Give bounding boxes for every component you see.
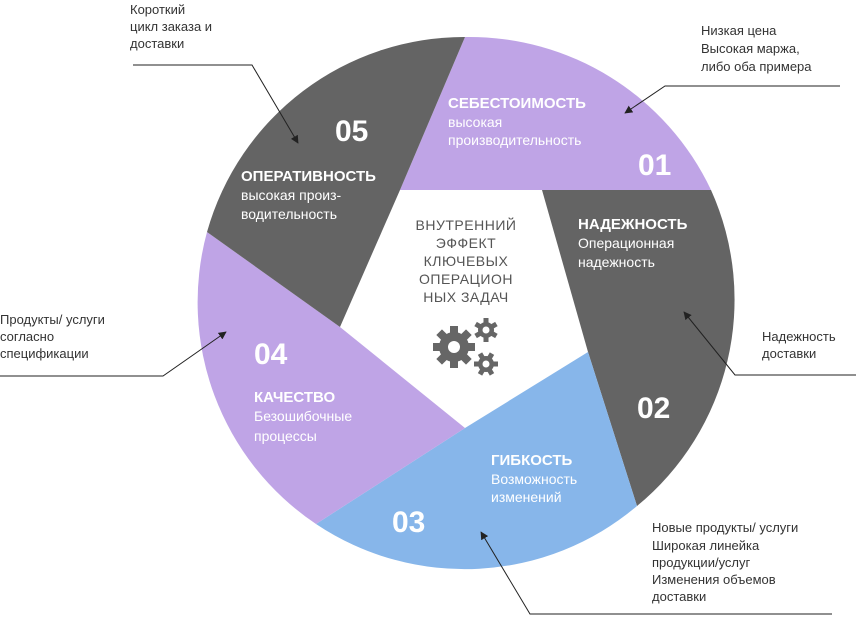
gears-icon xyxy=(433,318,498,376)
segment-05-number: 05 xyxy=(335,115,368,148)
leader-line-05 xyxy=(133,64,299,144)
segment-05-title: ОПЕРАТИВНОСТЬ xyxy=(241,168,376,185)
note-03-line-2: Широкая линейка xyxy=(652,538,760,553)
segment-02-title: НАДЕЖНОСТЬ xyxy=(578,216,688,233)
segment-02-number: 02 xyxy=(637,392,670,425)
center-line-4: ОПЕРАЦИОН xyxy=(419,271,513,287)
note-04-line-2: согласно xyxy=(0,329,54,344)
note-02-line-2: доставки xyxy=(762,346,816,361)
segment-03-title: ГИБКОСТЬ xyxy=(491,452,573,469)
leader-line-04 xyxy=(0,331,227,377)
segment-01-sub-2: производительность xyxy=(448,132,581,148)
segment-04-title: КАЧЕСТВО xyxy=(254,389,335,406)
segment-04-sub-2: процессы xyxy=(254,428,317,444)
segment-05-sub-1: высокая произ- xyxy=(241,187,342,203)
leader-line-02 xyxy=(683,311,856,376)
segment-01-number: 01 xyxy=(638,149,671,182)
note-03-line-5: доставки xyxy=(652,589,706,604)
note-01-line-3: либо оба примера xyxy=(701,59,812,74)
note-04-line-1: Продукты/ услуги xyxy=(0,312,105,327)
segment-04-number: 04 xyxy=(254,338,288,371)
note-03-line-1: Новые продукты/ услуги xyxy=(652,520,798,535)
center-line-2: ЭФФЕКТ xyxy=(436,235,496,251)
segment-03-shape xyxy=(316,352,637,570)
segment-01-title: СЕБЕСТОИМОСТЬ xyxy=(448,95,586,112)
note-05-line-1: Короткий xyxy=(130,2,185,17)
segment-05-shape xyxy=(207,36,465,328)
note-02-line-1: Надежность xyxy=(762,329,836,344)
segment-05-sub-2: водительность xyxy=(241,206,337,222)
segment-02-shape xyxy=(542,190,735,506)
segment-04-shape xyxy=(197,232,465,524)
note-01-line-1: Низкая цена xyxy=(701,23,777,38)
note-03-line-3: продукции/услуг xyxy=(652,555,751,570)
segment-01-sub-1: высокая xyxy=(448,114,502,130)
segment-03-number: 03 xyxy=(392,506,425,539)
segment-03-sub-1: Возможность xyxy=(491,471,577,487)
center-line-3: КЛЮЧЕВЫХ xyxy=(424,253,509,269)
leader-line-03 xyxy=(480,531,832,615)
leader-line-01 xyxy=(624,85,840,114)
segment-02-sub-2: надежность xyxy=(578,254,655,270)
note-05-line-3: доставки xyxy=(130,36,184,51)
note-03-line-4: Изменения объемов xyxy=(652,572,776,587)
center-line-1: ВНУТРЕННИЙ xyxy=(416,216,517,233)
segment-04-sub-1: Безошибочные xyxy=(254,408,352,424)
segment-01-shape xyxy=(400,36,711,190)
center-line-5: НЫХ ЗАДАЧ xyxy=(423,289,509,305)
note-01-line-2: Высокая маржа, xyxy=(701,41,800,56)
segment-03-sub-2: изменений xyxy=(491,489,562,505)
note-05-line-2: цикл заказа и xyxy=(130,19,212,34)
note-04-line-3: спецификации xyxy=(0,346,89,361)
segment-02-sub-1: Операционная xyxy=(578,235,674,251)
